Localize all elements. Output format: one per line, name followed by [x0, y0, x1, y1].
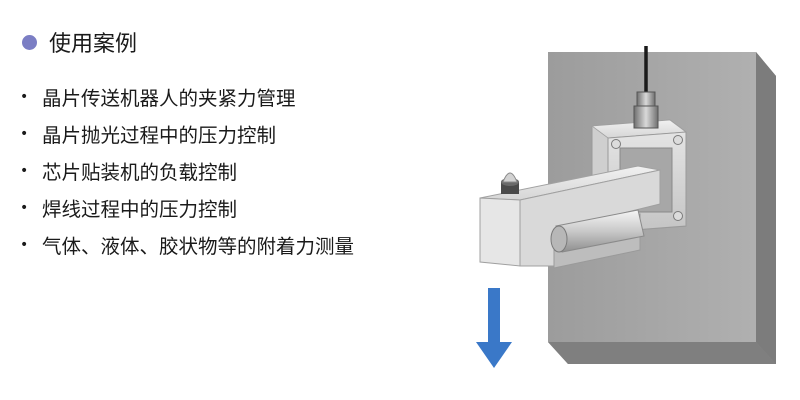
bullet-dot-icon [22, 34, 37, 50]
list-item: • 晶片传送机器人的夹紧力管理 [20, 78, 354, 115]
bullet-icon: • [20, 199, 29, 216]
list-item: • 气体、液体、胶状物等的附着力测量 [20, 226, 354, 263]
section-title: 使用案例 [49, 32, 138, 57]
use-case-list: • 晶片传送机器人的夹紧力管理 • 晶片抛光过程中的压力控制 • 芯片贴装机的负载控制… [20, 78, 354, 263]
bullet-icon: • [20, 162, 29, 179]
cylinder-rod [550, 209, 645, 253]
list-item-text: 芯片贴装机的负载控制 [42, 161, 238, 184]
bullet-icon: • [20, 88, 29, 105]
list-item: • 晶片抛光过程中的压力控制 [20, 115, 354, 152]
section-heading: 使用案例 [22, 26, 137, 58]
load-cell-illustration [476, 46, 776, 368]
list-item-text: 气体、液体、胶状物等的附着力测量 [42, 235, 355, 258]
bullet-icon: • [20, 125, 29, 142]
bullet-icon: • [20, 236, 29, 253]
cable-connector-icon [633, 46, 659, 129]
force-direction-arrow-icon [476, 288, 512, 368]
list-item-text: 晶片传送机器人的夹紧力管理 [42, 87, 296, 110]
list-item-text: 晶片抛光过程中的压力控制 [42, 124, 277, 147]
list-item: • 芯片贴装机的负载控制 [20, 152, 354, 189]
list-item: • 焊线过程中的压力控制 [20, 189, 354, 226]
list-item-text: 焊线过程中的压力控制 [42, 198, 238, 221]
load-button-icon [501, 172, 519, 194]
